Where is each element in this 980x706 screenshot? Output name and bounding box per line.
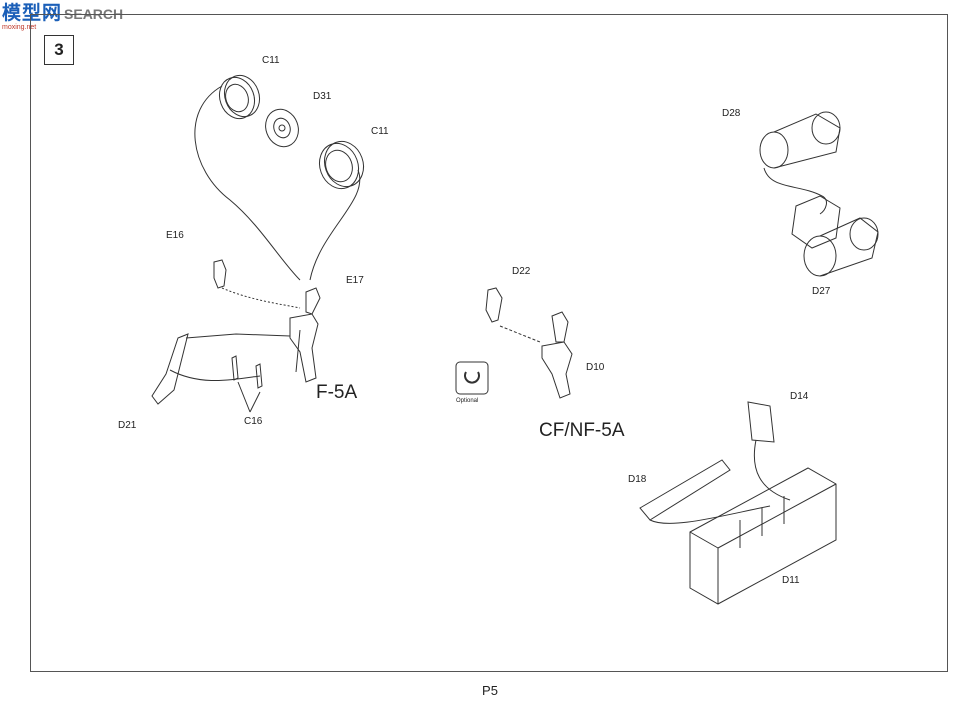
- wheel-c11-top: [218, 74, 261, 120]
- variant-label-f5a: F-5A: [316, 382, 358, 403]
- label-d14: D14: [790, 391, 809, 402]
- exhaust-d28: [759, 111, 841, 169]
- label-d22: D22: [512, 266, 531, 277]
- label-e16: E16: [166, 230, 184, 241]
- part-c16-b: [255, 363, 263, 389]
- variant-label-cfnf5a: CF/NF-5A: [539, 420, 625, 441]
- label-c11-top: C11: [262, 55, 280, 66]
- label-d28: D28: [722, 108, 741, 119]
- strut-cfnf5a: [541, 311, 573, 399]
- optional-icon: [455, 361, 489, 395]
- guide-line-d28: [763, 167, 827, 215]
- guide-line-d14: [753, 439, 791, 501]
- hub-d31: [265, 108, 299, 148]
- part-d21: [151, 333, 189, 405]
- guide-line-d21-low: [169, 369, 261, 381]
- optional-label: Optional: [456, 398, 478, 404]
- watermark-url: moxing.net: [2, 24, 37, 31]
- strut-f5a: [289, 287, 321, 383]
- watermark-chinese-text: 模型网: [2, 3, 63, 24]
- exhaust-d27: [791, 195, 879, 277]
- label-d27: D27: [812, 286, 831, 297]
- label-c11-bottom: C11: [371, 126, 389, 137]
- part-d11: [689, 467, 837, 605]
- label-d21: D21: [118, 420, 137, 431]
- part-e16: [213, 259, 227, 289]
- part-c16-a: [231, 355, 239, 381]
- part-d14: [747, 401, 775, 443]
- part-d22: [485, 287, 503, 323]
- page-number: P5: [482, 683, 498, 698]
- wheel-c11-bottom: [318, 140, 365, 190]
- page-frame: [30, 14, 948, 672]
- label-c16: C16: [244, 416, 263, 427]
- guide-line-wheels-left: [194, 85, 301, 281]
- step-number-box: 3: [44, 35, 74, 65]
- label-d10: D10: [586, 362, 605, 373]
- label-d11: D11: [782, 575, 800, 586]
- guide-line-e16: [221, 287, 301, 309]
- leader-c16: [237, 381, 261, 413]
- label-e17: E17: [346, 275, 364, 286]
- guide-line-d21: [185, 333, 291, 339]
- label-d18: D18: [628, 474, 647, 485]
- guide-line-wheels-right: [309, 169, 361, 281]
- label-d31: D31: [313, 91, 332, 102]
- part-d18: [639, 459, 731, 521]
- guide-line-d18: [649, 505, 771, 524]
- guide-line-d22: [499, 325, 541, 343]
